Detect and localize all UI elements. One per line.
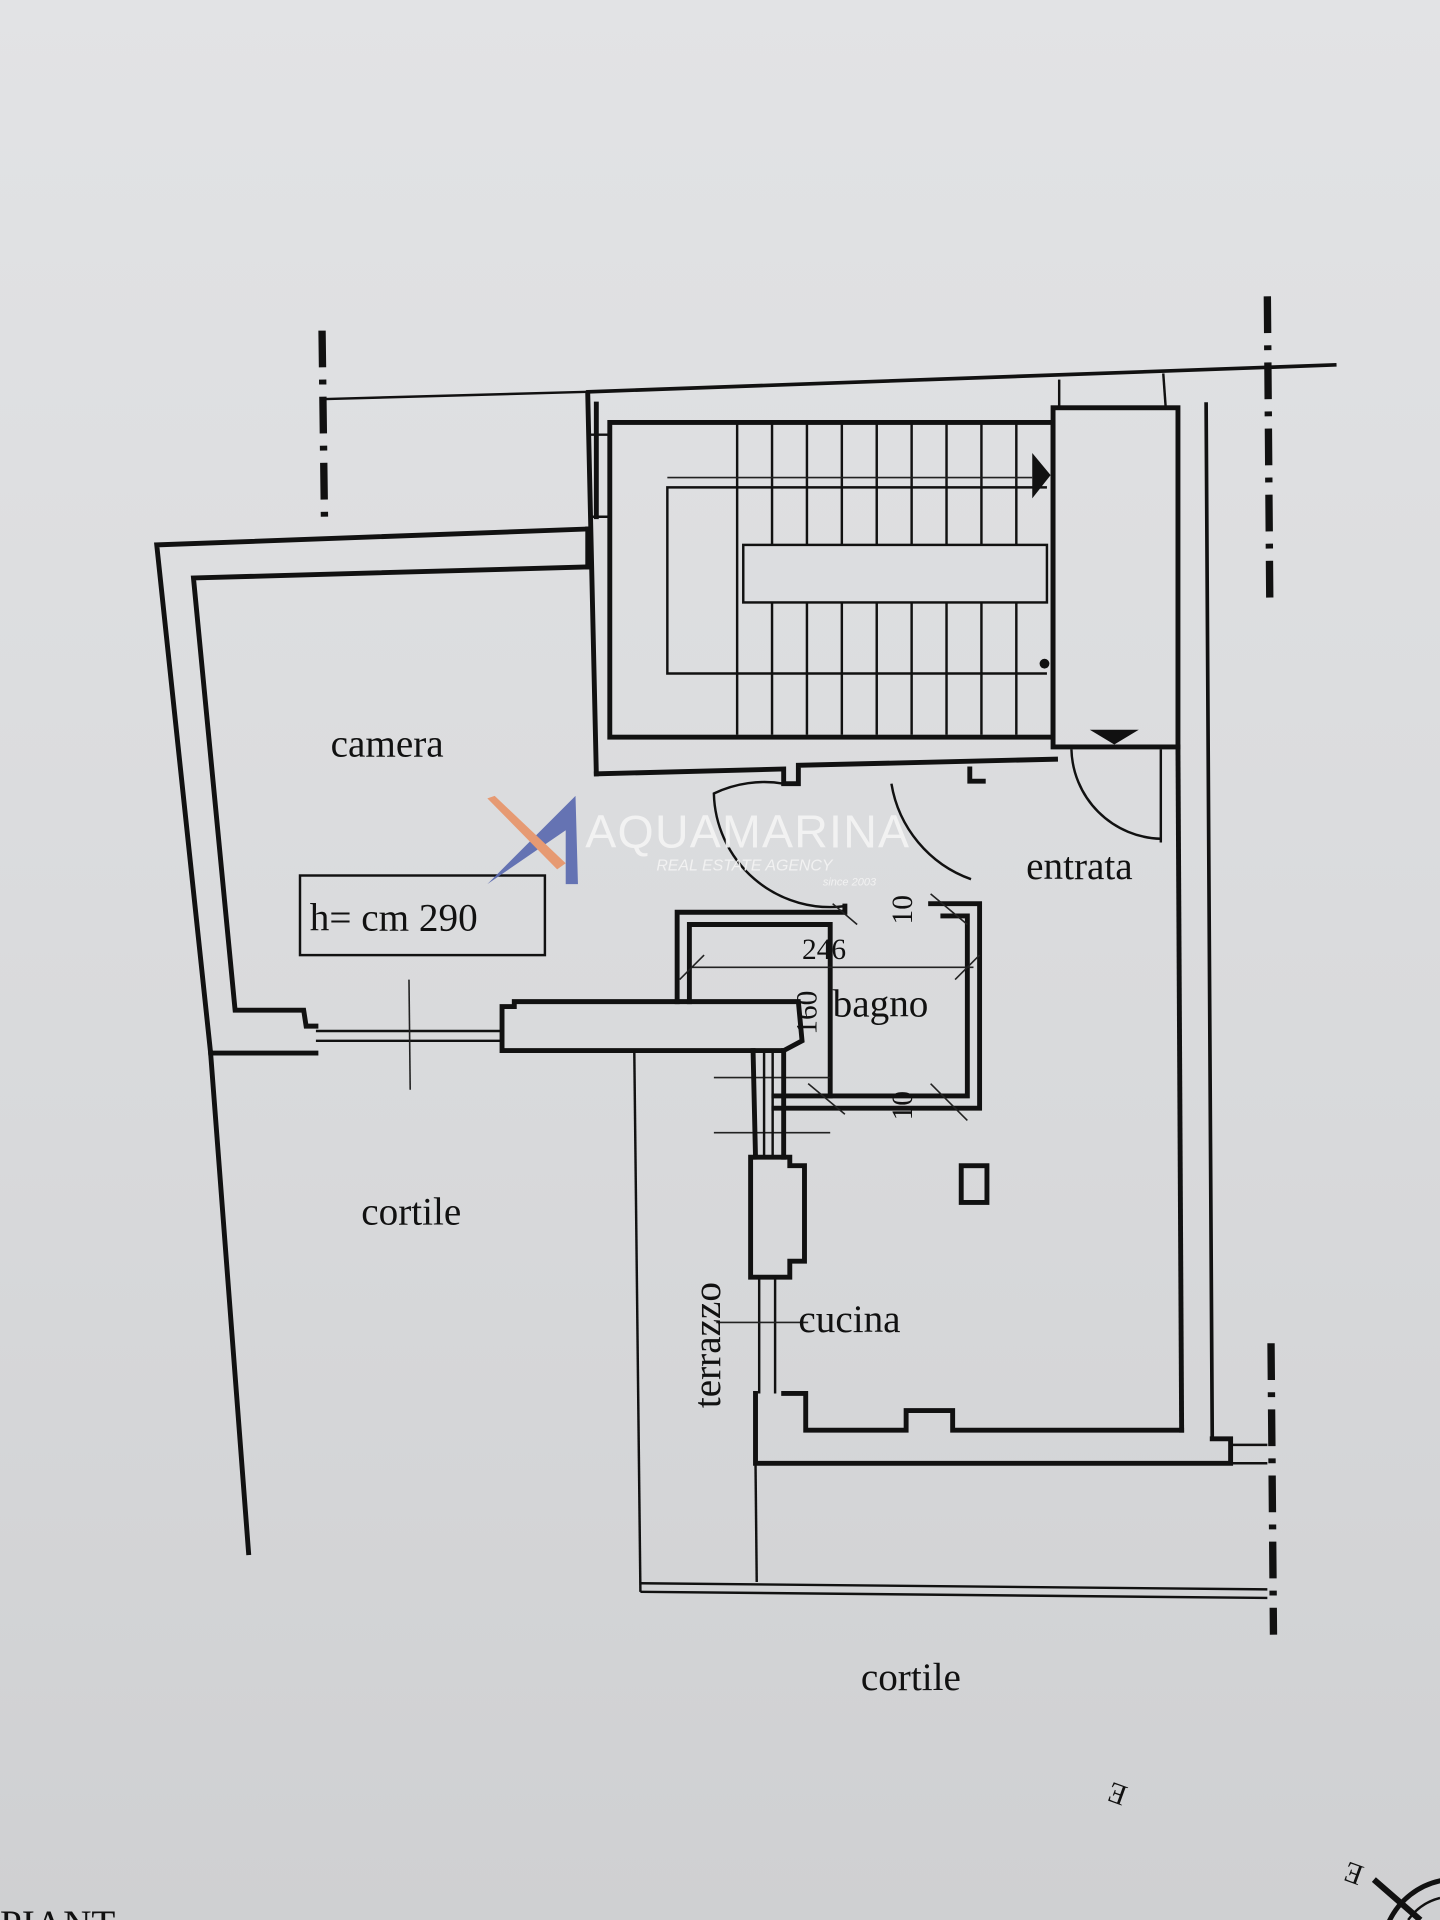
- label-camera: camera: [331, 723, 444, 766]
- stair-arrow-icon: [1089, 729, 1139, 745]
- label-entrata: entrata: [1026, 845, 1133, 888]
- corridor-walls: [593, 402, 1215, 1441]
- label-cucina: cucina: [798, 1298, 900, 1341]
- watermark-logo: AQUAMARINA REAL ESTATE AGENCY since 2003: [487, 795, 910, 888]
- compass-label: E: [1340, 1855, 1368, 1891]
- camera-walls: [154, 391, 805, 1090]
- logo-tagline: REAL ESTATE AGENCY: [656, 858, 834, 875]
- boundary-lines: [318, 296, 1337, 1635]
- label-terrazzo: terrazzo: [686, 1282, 729, 1408]
- logo-stroke-icon: [487, 795, 566, 870]
- footer-title: PIANT: [0, 1903, 115, 1920]
- compass-label: E: [1104, 1775, 1132, 1811]
- compass: E E: [1104, 1775, 1440, 1920]
- label-bagno: bagno: [833, 982, 929, 1025]
- label-height: h= cm 290: [310, 897, 478, 940]
- dim-wall-top: 10: [887, 895, 919, 924]
- terrace-lines: [207, 1050, 1268, 1600]
- logo-brand: AQUAMARINA: [585, 805, 910, 857]
- label-cortile-west: cortile: [361, 1190, 461, 1233]
- label-cortile-south: cortile: [861, 1656, 961, 1699]
- dim-bagno-width: 246: [802, 934, 846, 966]
- staircase: [590, 373, 1181, 750]
- stair-arrow-icon: [1032, 453, 1051, 499]
- kitchen-walls: [716, 1048, 1268, 1466]
- dim-wall-bottom: 10: [887, 1091, 919, 1120]
- bathroom-walls: [674, 893, 983, 1134]
- height-note-box: [298, 874, 547, 957]
- logo-since: since 2003: [823, 876, 877, 888]
- dim-bagno-depth: 160: [792, 991, 824, 1035]
